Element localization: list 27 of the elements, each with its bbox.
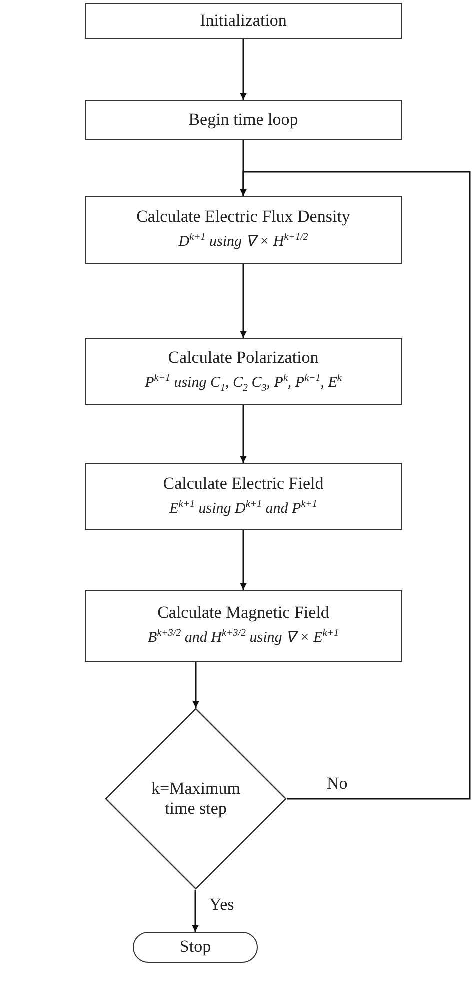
process-box (85, 463, 402, 530)
process-box (85, 590, 402, 662)
arrow (192, 662, 200, 708)
process-box (85, 3, 402, 39)
step-title: Stop (180, 937, 212, 958)
arrow (240, 39, 247, 100)
step-title: Begin time loop (188, 110, 298, 130)
arrow (240, 530, 247, 590)
arrow (240, 171, 471, 800)
arrow (192, 890, 199, 932)
decision-diamond (105, 708, 287, 890)
process-box (85, 196, 402, 264)
step-title: Calculate Polarization (168, 348, 319, 368)
arrow (240, 264, 247, 338)
formula-text: D$^{k+1}$ using ∇ × H$^{k+1/2}$ (178, 231, 308, 252)
step-title: k=Maximum time step (150, 778, 242, 820)
step-title: Calculate Magnetic Field (158, 603, 330, 624)
process-box (85, 100, 402, 140)
formula-text: E$^{k+1}$ using D$^{k+1}$ and P$^{k+1}$ (170, 498, 318, 519)
terminal-node (133, 932, 258, 963)
formula-text: P$^{k+1}$ using C$_{1}$, C$_{2}$ C$_{3}$, P$^{k}$, P$^{k−1}$, E$^{k}$ (145, 372, 342, 396)
process-box (85, 338, 402, 405)
arrow (240, 405, 247, 463)
step-title: Initialization (200, 10, 287, 32)
step-title: Calculate Electric Flux Density (136, 207, 350, 228)
step-title: Calculate Electric Field (163, 474, 324, 494)
formula-text: B$^{k+3/2}$ and H$^{k+3/2}$ using ∇ × E$^{k+1}$ (148, 627, 339, 648)
